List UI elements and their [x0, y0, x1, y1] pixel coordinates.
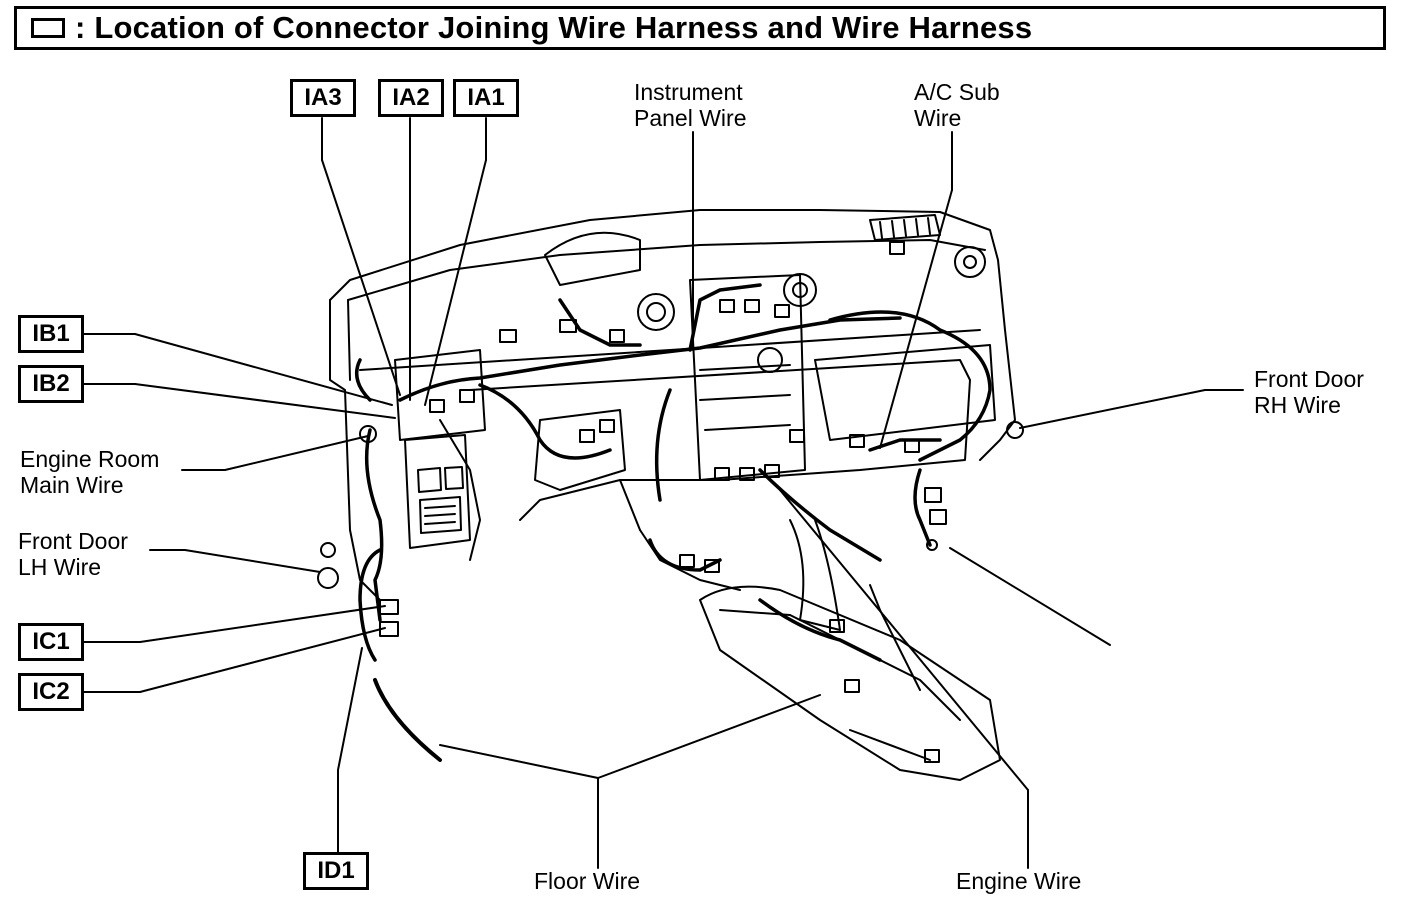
- page-title: : Location of Connector Joining Wire Har…: [75, 10, 1033, 45]
- label-ac-sub-wire: A/C Sub Wire: [914, 79, 1000, 131]
- connector-label-ib1: IB1: [18, 315, 84, 353]
- connector-box-icon: [31, 18, 65, 38]
- leader-lines: [83, 117, 1244, 869]
- dashboard-outline: [329, 209, 1016, 601]
- connector-label-id1: ID1: [303, 852, 369, 890]
- label-floor-wire: Floor Wire: [534, 868, 641, 894]
- connector-blocks: [317, 241, 1024, 763]
- label-instrument-panel-wire: Instrument Panel Wire: [634, 79, 747, 131]
- junction-block: [394, 349, 486, 549]
- connector-label-ic2: IC2: [18, 673, 84, 711]
- label-engine-room-main-wire: Engine Room Main Wire: [20, 446, 160, 498]
- label-engine-wire: Engine Wire: [956, 868, 1082, 894]
- label-front-door-rh-wire: Front Door RH Wire: [1254, 366, 1364, 418]
- connector-label-ib2: IB2: [18, 365, 84, 403]
- label-front-door-lh-wire: Front Door LH Wire: [18, 528, 128, 580]
- title-box: : Location of Connector Joining Wire Har…: [14, 6, 1386, 50]
- connector-label-ic1: IC1: [18, 623, 84, 661]
- center-console: [619, 479, 1001, 781]
- connector-label-ia2: IA2: [378, 79, 444, 117]
- connector-label-ia1: IA1: [453, 79, 519, 117]
- connector-label-ia3: IA3: [290, 79, 356, 117]
